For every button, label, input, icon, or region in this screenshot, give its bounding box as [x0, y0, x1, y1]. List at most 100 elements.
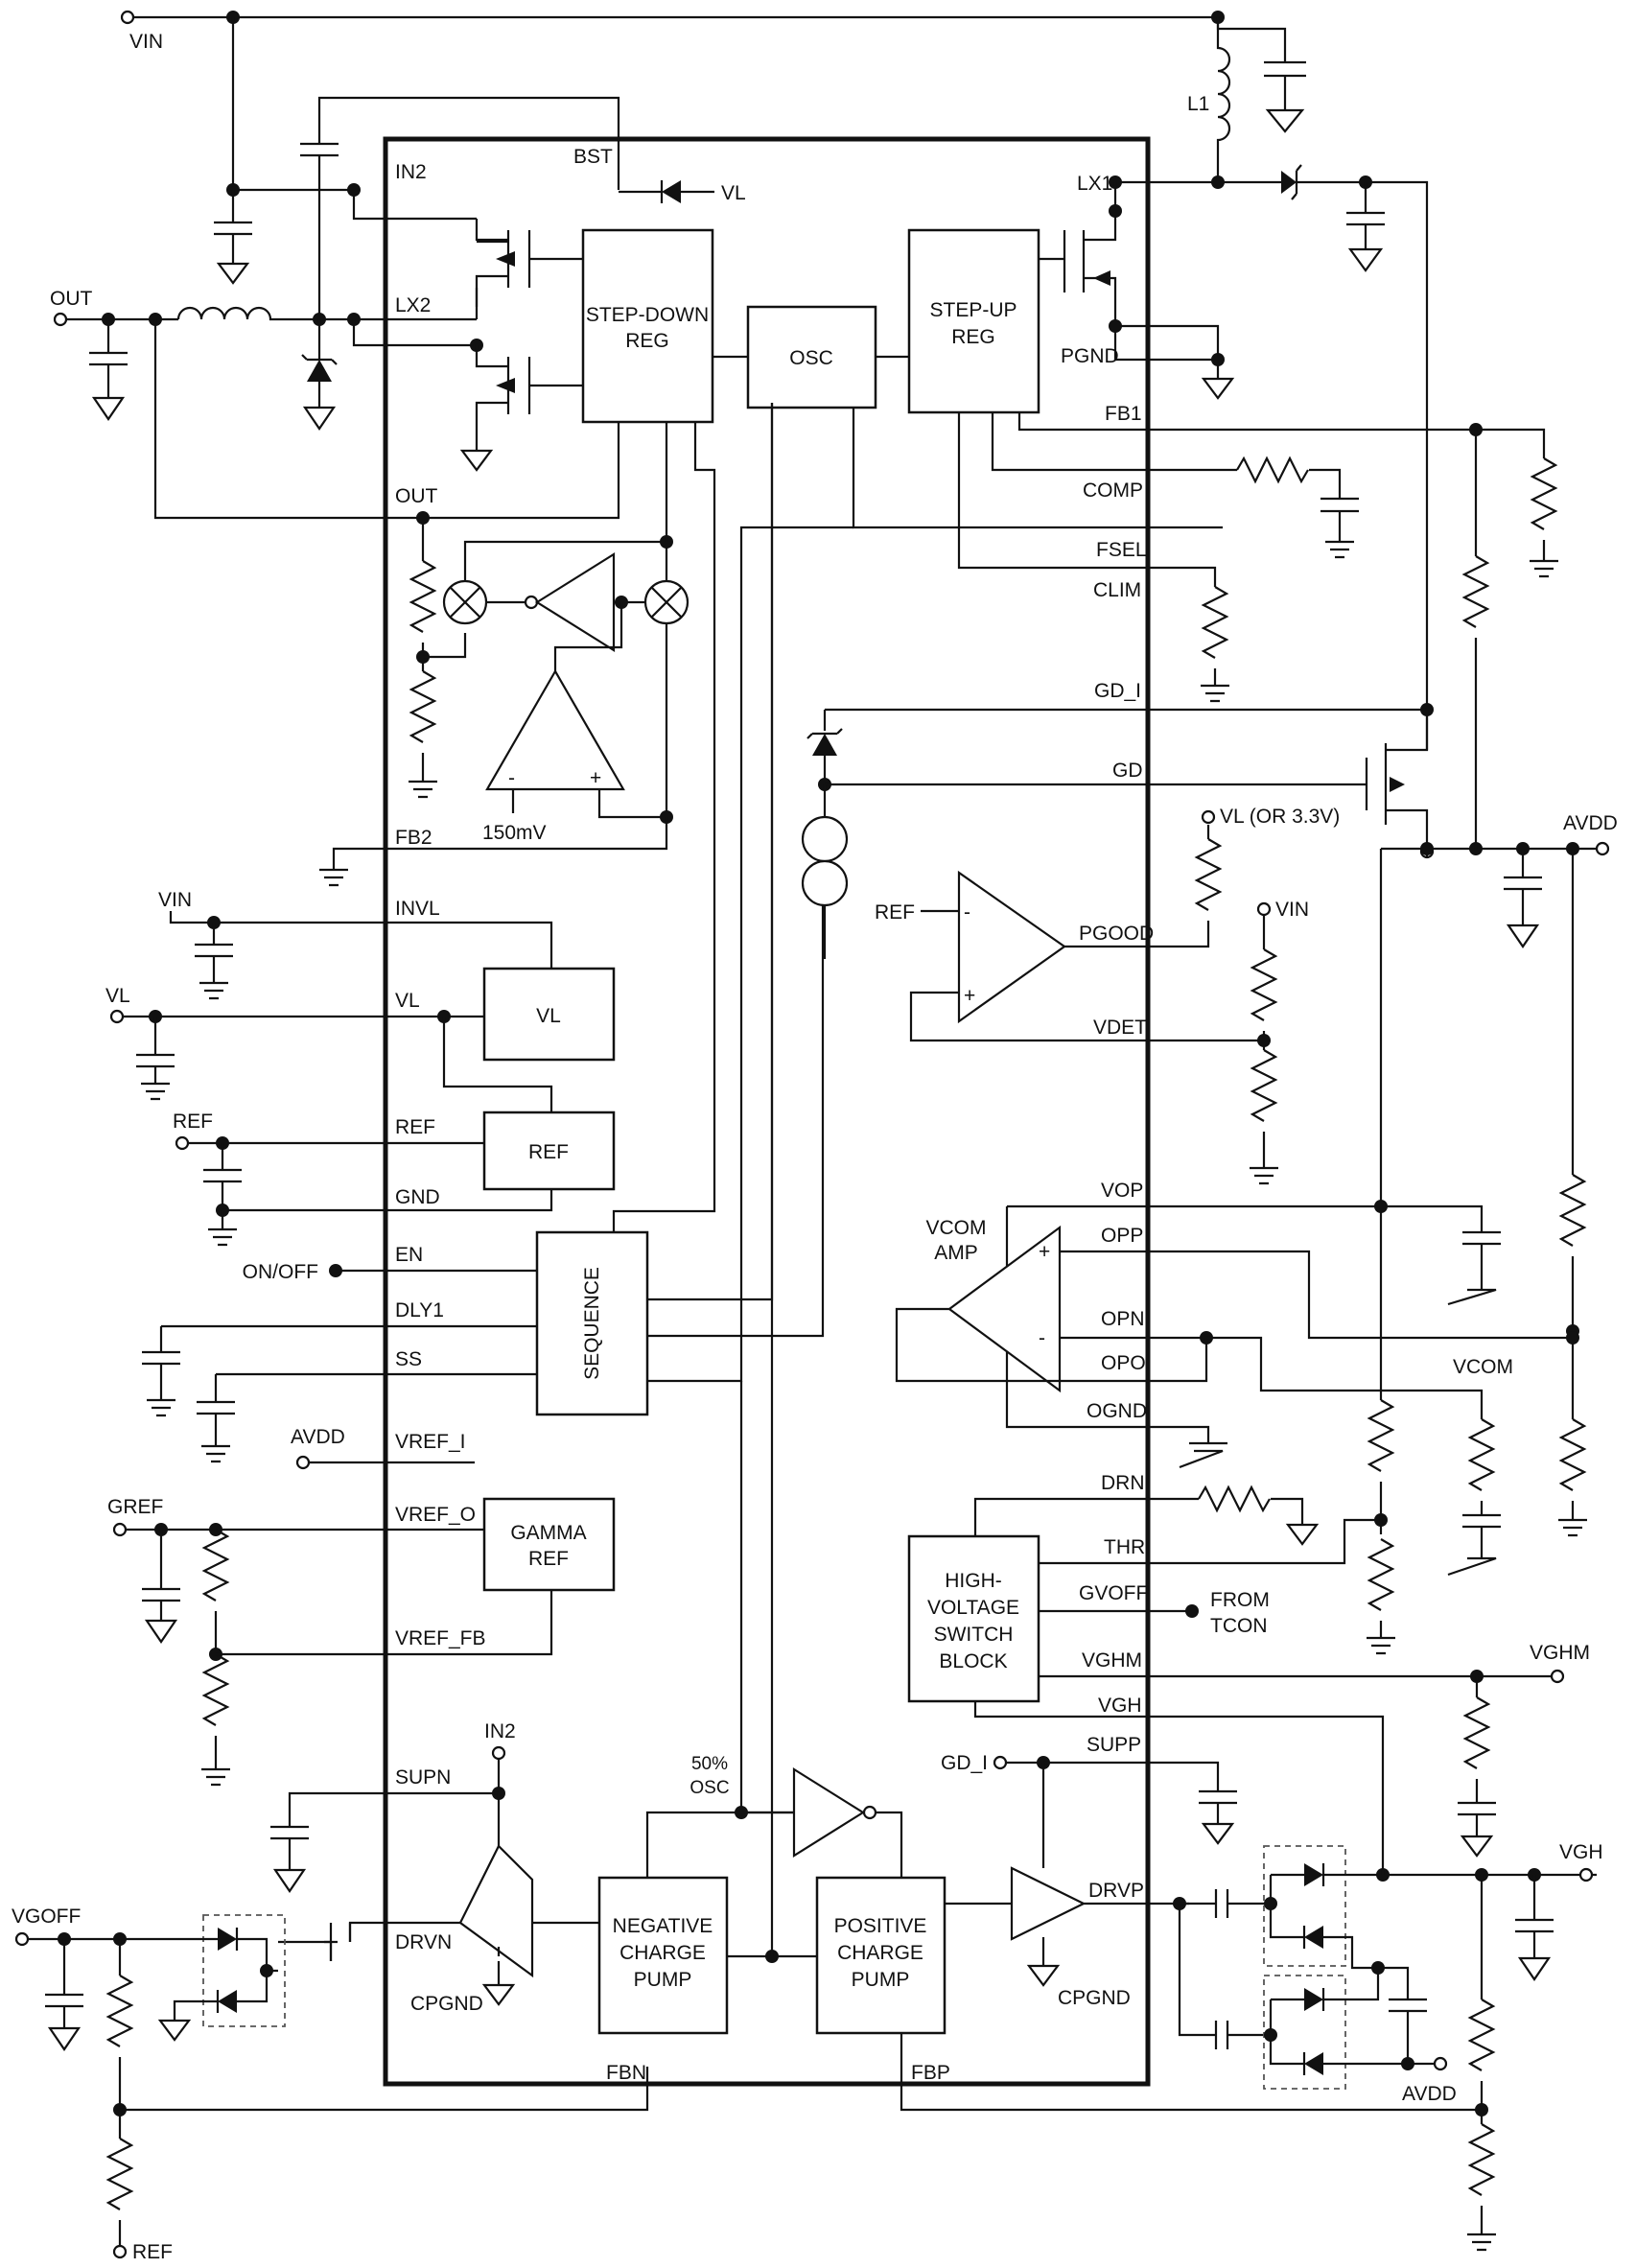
vref-o-pin: VREF_O	[395, 1504, 476, 1526]
ognd-pin: OGND	[1087, 1400, 1147, 1422]
fsel-pin: FSEL	[1096, 539, 1147, 561]
pos-diode-pair-top	[1263, 1845, 1346, 1967]
pgood-pin: PGOOD	[1079, 923, 1154, 945]
osc-label: OSC	[789, 347, 833, 369]
from-tcon-label-2: TCON	[1210, 1615, 1268, 1637]
ic-package-outline	[383, 136, 1151, 2087]
vop-pin: VOP	[1101, 1180, 1143, 1202]
comp-pin: COMP	[1083, 479, 1143, 502]
hv-label-1: HIGH-	[945, 1570, 1002, 1592]
lx1-pin: LX1	[1077, 173, 1112, 195]
vgoff-label: VGOFF	[12, 1906, 81, 1928]
vl-block-label: VL	[536, 1005, 561, 1027]
neg-pump-label-3: PUMP	[634, 1969, 692, 1991]
avdd-pump-label: AVDD	[1402, 2083, 1457, 2105]
vl-bst-label: VL	[721, 182, 746, 204]
hv-switch-section: HIGH- VOLTAGE SWITCH BLOCK DRN THR FROM …	[907, 1398, 1590, 1858]
vdet-pin: VDET	[1093, 1017, 1147, 1039]
fbn-pin: FBN	[606, 2062, 646, 2084]
step-up-label-2: REG	[951, 326, 995, 348]
vcom-amp: VCOM AMP + - VOP OPP OPN OPO OGND VCOM	[895, 1180, 1579, 1577]
pgnd-pin: PGND	[1061, 345, 1119, 367]
inductor-l1: L1	[1187, 17, 1231, 182]
boost-output-net: LX1	[1077, 164, 1429, 710]
vl-ref-section: VIN INVL VL VL VL REF REF GND REF	[105, 889, 616, 1247]
hv-label-3: SWITCH	[934, 1624, 1014, 1646]
opn-pin: OPN	[1101, 1308, 1145, 1330]
gamma-label-2: REF	[528, 1548, 569, 1570]
gamma-label-1: GAMMA	[510, 1522, 586, 1544]
vref-i-pin: VREF_I	[395, 1431, 466, 1453]
vcom-minus: -	[1039, 1327, 1045, 1349]
vcom-plus: +	[1039, 1241, 1050, 1263]
gamma-ref-block	[482, 1497, 616, 1592]
neg-pump-label-2: CHARGE	[619, 1942, 706, 1964]
hv-label-4: BLOCK	[939, 1650, 1007, 1672]
drn-pin: DRN	[1101, 1472, 1145, 1494]
step-up-label-1: STEP-UP	[929, 299, 1017, 321]
vgh-label: VGH	[1559, 1841, 1603, 1863]
ref-pin: REF	[395, 1116, 435, 1138]
vghm-pin: VGHM	[1082, 1649, 1142, 1672]
on-off-label: ON/OFF	[243, 1261, 318, 1283]
vghm-label: VGHM	[1530, 1642, 1590, 1664]
supp-pin: SUPP	[1087, 1734, 1141, 1756]
negative-pump-section: IN2 SUPN DRVN CPGND VGOFF REF FBN	[12, 1720, 649, 2263]
step-down-fets	[459, 219, 583, 472]
pump-osc-net: 50% OSC FBP	[645, 403, 1477, 2112]
out-pin: OUT	[395, 485, 438, 507]
step-down-reg-block	[581, 228, 714, 424]
gnd-pin: GND	[395, 1186, 440, 1208]
step-up-fet: PGND	[1039, 182, 1235, 400]
lx2-pin: LX2	[395, 294, 431, 316]
buck-output-net: OUT	[50, 288, 620, 520]
vl-pgood-label: VL (OR 3.3V)	[1220, 806, 1340, 828]
clim-pin: CLIM	[1093, 579, 1141, 601]
ref-block-label: REF	[528, 1141, 569, 1163]
sequence-label: SEQUENCE	[581, 1267, 603, 1380]
hv-label-2: VOLTAGE	[927, 1597, 1019, 1619]
avdd-right-label: AVDD	[1563, 812, 1618, 834]
cpgnd-left-pin: CPGND	[410, 1993, 483, 2015]
invl-pin: INVL	[395, 898, 440, 920]
supn-pin: SUPN	[395, 1766, 451, 1789]
vl-pin: VL	[395, 990, 420, 1012]
drvp-driver: GD_I CPGND SUPP DRVP	[941, 1734, 1237, 2009]
gamma-ref-section: AVDD VREF_I GREF VREF_O VREF_FB GAMMA RE…	[107, 1426, 616, 1787]
vgh-pin: VGH	[1098, 1695, 1142, 1717]
pos-diode-pair-bottom	[1263, 1975, 1346, 2090]
vin-top-label: VIN	[129, 31, 163, 53]
gd-pin: GD	[1112, 760, 1143, 782]
sequence-section: SEQUENCE ON/OFF EN DLY1 SS	[142, 403, 853, 1463]
fb2-pin: FB2	[395, 827, 432, 849]
step-up-reg-block	[907, 228, 1040, 414]
pos-pump-label-1: POSITIVE	[834, 1915, 927, 1937]
vcom-amp-label-1: VCOM	[926, 1217, 987, 1239]
pos-pump-label-3: PUMP	[852, 1969, 910, 1991]
step-down-label-1: STEP-DOWN	[586, 304, 709, 326]
from-tcon-label-1: FROM	[1210, 1589, 1270, 1611]
ea-plus: +	[590, 767, 601, 789]
positive-charge-pump-block	[815, 1876, 947, 2035]
in2-lx2-pins: IN2 LX2 OUT	[395, 161, 438, 507]
vin-invl-label: VIN	[158, 889, 192, 911]
vgh-output-net: VGH	[973, 1594, 1603, 2252]
pgood-vdet: REF - + VL (OR 3.3V) PGOOD VIN VDET	[875, 806, 1340, 1185]
in2-net-label: IN2	[484, 1720, 516, 1742]
fb1-pin: FB1	[1105, 403, 1142, 425]
vin-vdet-label: VIN	[1275, 899, 1309, 921]
opo-pin: OPO	[1101, 1352, 1146, 1374]
ref-amp-label: REF	[875, 901, 915, 924]
gd-switch: GD_I GD	[801, 680, 1435, 959]
step-up-control-pins: FB1 COMP FSEL CLIM	[852, 403, 1558, 703]
l1-label: L1	[1187, 93, 1209, 115]
ref-bottom-label: REF	[132, 2241, 173, 2263]
drvp-pin: DRVP	[1088, 1880, 1144, 1902]
out-net-label: OUT	[50, 288, 93, 310]
fbp-pin: FBP	[911, 2062, 950, 2084]
drvn-pin: DRVN	[395, 1931, 452, 1953]
step-down-label-2: REG	[625, 330, 669, 352]
thr-pin: THR	[1104, 1536, 1145, 1558]
ref-net-label: REF	[173, 1111, 213, 1133]
